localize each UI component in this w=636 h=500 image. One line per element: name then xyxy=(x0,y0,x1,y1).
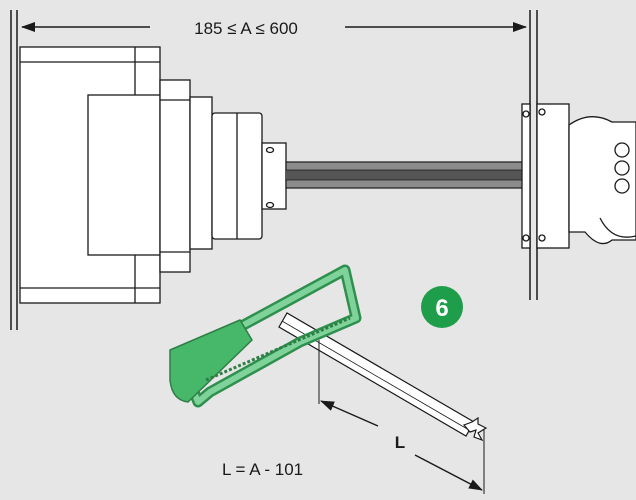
left-wall xyxy=(10,10,18,330)
step-number: 6 xyxy=(435,295,448,322)
formula-label: L = A - 101 xyxy=(222,460,303,479)
rotary-handle xyxy=(521,103,636,249)
hacksaw xyxy=(169,264,362,408)
right-wall xyxy=(529,10,538,300)
circuit-breaker xyxy=(19,46,287,304)
step-badge: 6 xyxy=(421,286,463,328)
extension-shaft xyxy=(285,161,527,189)
dimension-A-label: 185 ≤ A ≤ 600 xyxy=(194,19,298,38)
dimension-L-label: L xyxy=(395,433,405,452)
dimension-L: L xyxy=(318,340,485,494)
dimension-A: 185 ≤ A ≤ 600 xyxy=(21,19,527,38)
